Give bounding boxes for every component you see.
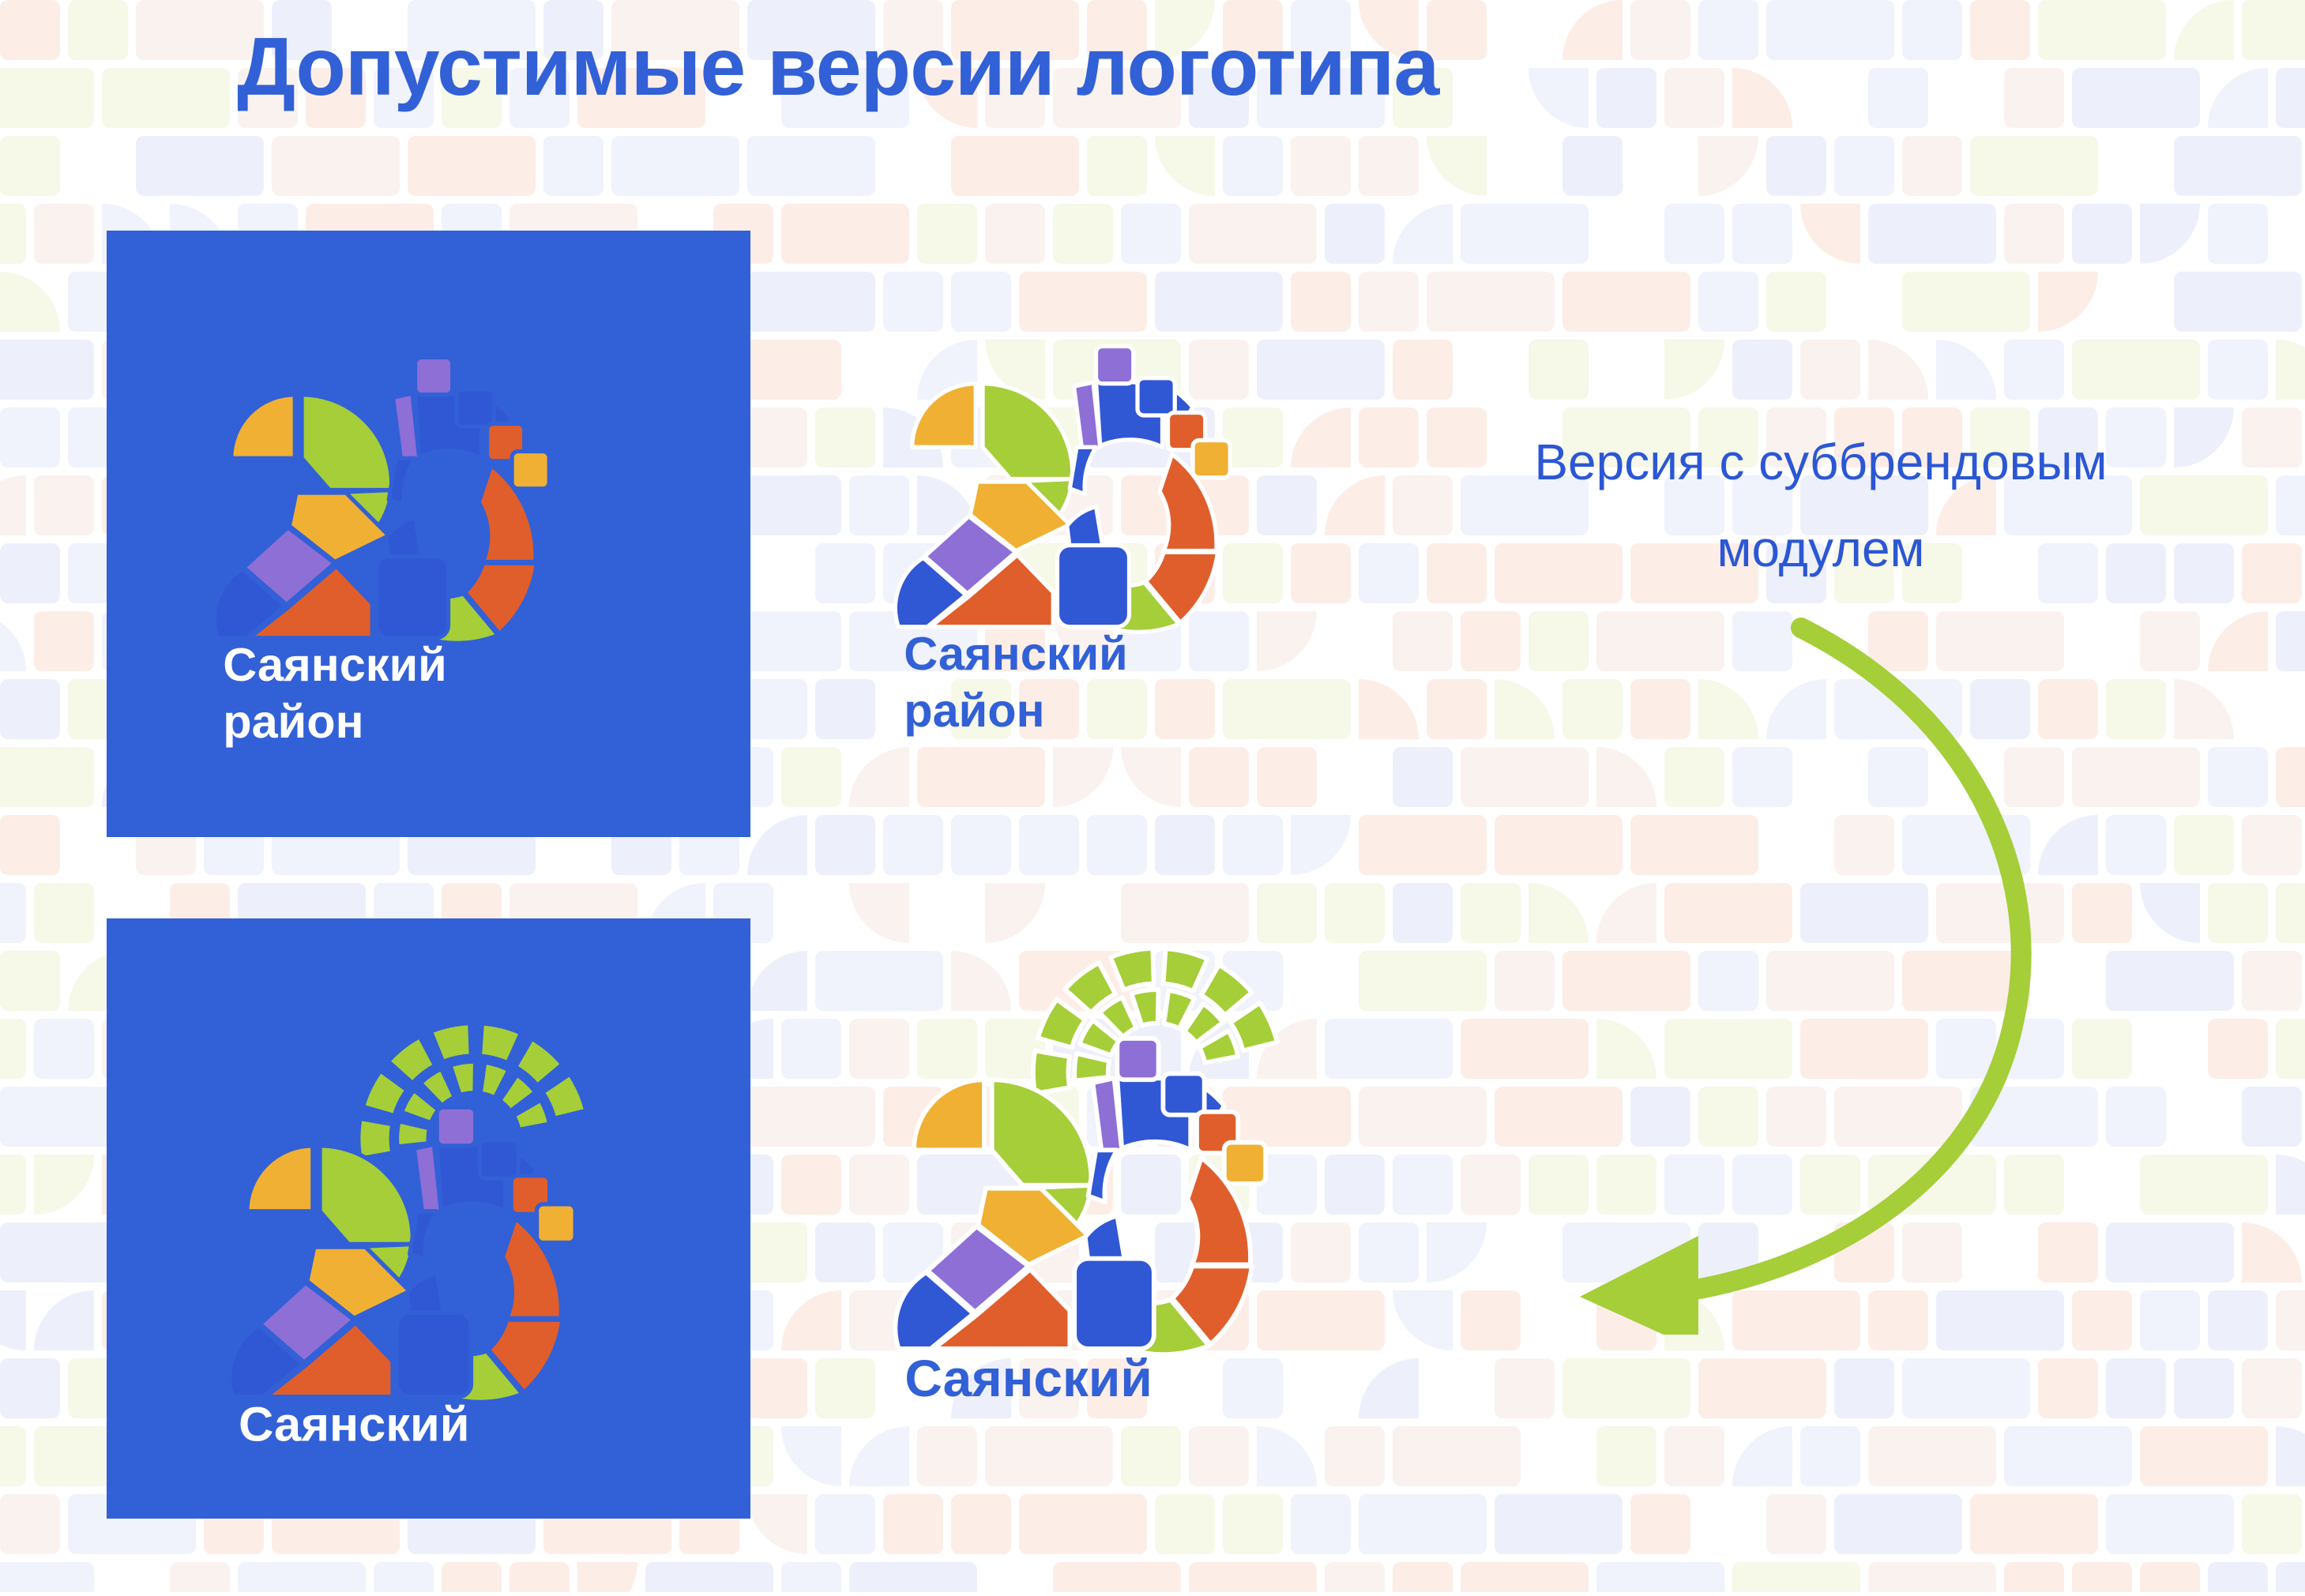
curved-arrow-icon [1461, 608, 2141, 1335]
svg-text:район: район [904, 1411, 1060, 1418]
logo-mark-svg: Саянский район [227, 1020, 588, 1461]
svg-text:район: район [223, 695, 363, 748]
annotation-line-2: модулем [1717, 520, 1925, 578]
svg-text:район: район [239, 1456, 384, 1461]
svg-text:Саянский: Саянский [239, 1398, 470, 1452]
svg-text:Саянский: Саянский [904, 1349, 1152, 1407]
logo-mark-svg: Саянский район [893, 946, 1280, 1418]
annotation-line-1: Версия с суббрендовым [1534, 434, 2108, 490]
svg-text:Саянский: Саянский [904, 627, 1127, 680]
logo-mark-subbrand-on-blue: Саянский район [186, 1019, 660, 1461]
annotation-text: Версия с суббрендовым модулем [1414, 419, 2228, 592]
logo-mark-subbrand-on-white: Саянский район [865, 944, 1339, 1418]
svg-text:район: район [904, 684, 1044, 737]
logo-panel-basic-blue [107, 231, 750, 837]
page-title: Допустимые версии логотипа [237, 21, 1439, 113]
curved-arrow-svg [1580, 618, 2032, 1335]
svg-text:Саянский: Саянский [223, 638, 446, 691]
